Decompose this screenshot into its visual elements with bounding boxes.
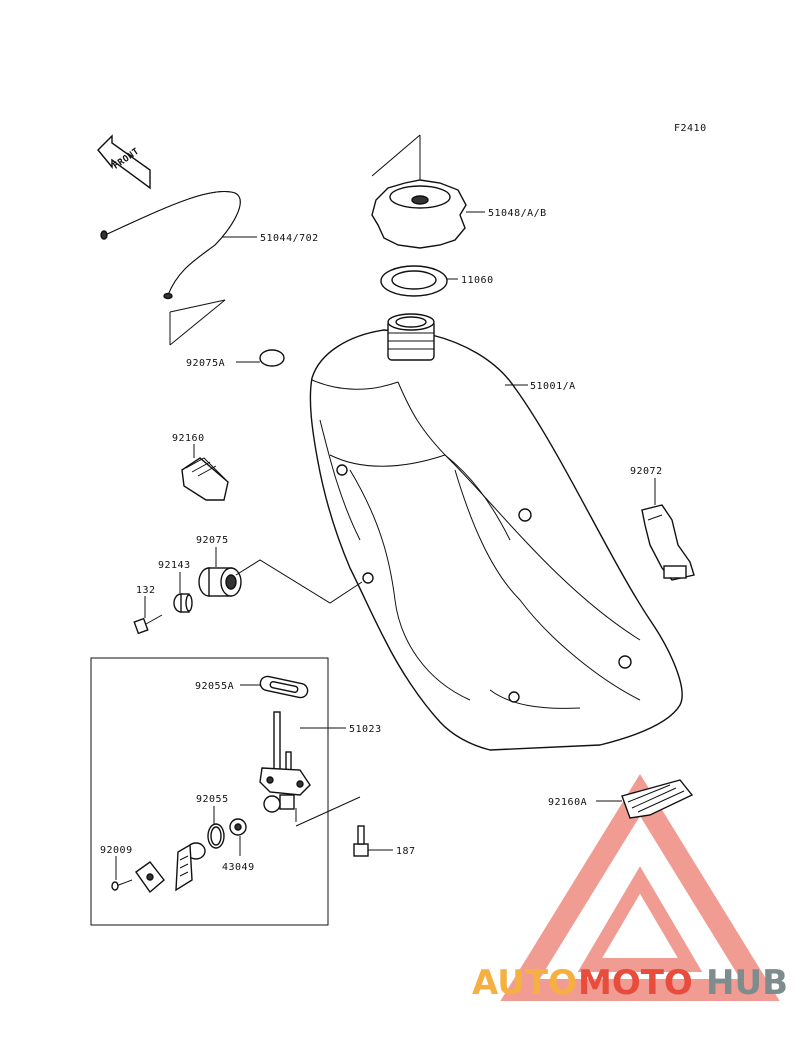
damper [198,567,242,597]
callout-strap: 92072 [630,466,663,477]
watermark-part1: AUTO [472,963,577,1003]
callout-knob: 43049 [222,862,255,873]
callout-damper: 92075 [196,535,229,546]
callout-gasket: 11060 [461,275,494,286]
callout-plug: 92075A [186,358,225,369]
watermark-logo [500,774,780,1001]
callout-cap: 51048/A/B [488,208,547,219]
cock-gasket [259,675,309,699]
cock-lever [175,842,206,892]
plug-part [259,349,285,367]
fuel-cock-kit-box [90,657,329,926]
bolt-187 [353,825,369,857]
watermark-part3: HUB [706,963,788,1003]
callout-fuel-cock: 51023 [349,724,382,735]
callout-pad-bottom: 92160A [548,797,587,808]
cap-gasket [380,265,448,297]
callout-screw: 92009 [100,845,133,856]
watermark-inner-triangle [577,866,703,972]
fuel-cap [371,134,467,249]
bolt-132 [133,614,163,635]
callout-oring: 92055 [196,794,229,805]
fuel-cock [259,711,311,822]
cock-plate [135,861,165,894]
callout-tank: 51001/A [530,381,576,392]
watermark-triangle [500,774,780,1001]
callout-collar: 92143 [158,560,191,571]
pad-bottom [621,779,694,819]
fuel-tank [309,313,683,751]
screw [111,879,133,891]
front-arrow: FRONT [97,134,151,190]
figure-code: F2410 [674,123,707,134]
callout-hose: 51044/702 [260,233,319,244]
fuel-hose [100,191,241,300]
callout-cock-gasket: 92055A [195,681,234,692]
strap [641,504,695,581]
callout-bolt-187: 187 [396,846,416,857]
pad-top [181,457,229,501]
callout-bolt-132: 132 [136,585,156,596]
watermark-text: AUTO MOTO HUB [472,963,788,1003]
callout-pad-top: 92160 [172,433,205,444]
collar [173,593,193,613]
o-ring [207,823,225,849]
watermark-part2: MOTO [578,963,693,1003]
knob-washer [229,818,247,836]
